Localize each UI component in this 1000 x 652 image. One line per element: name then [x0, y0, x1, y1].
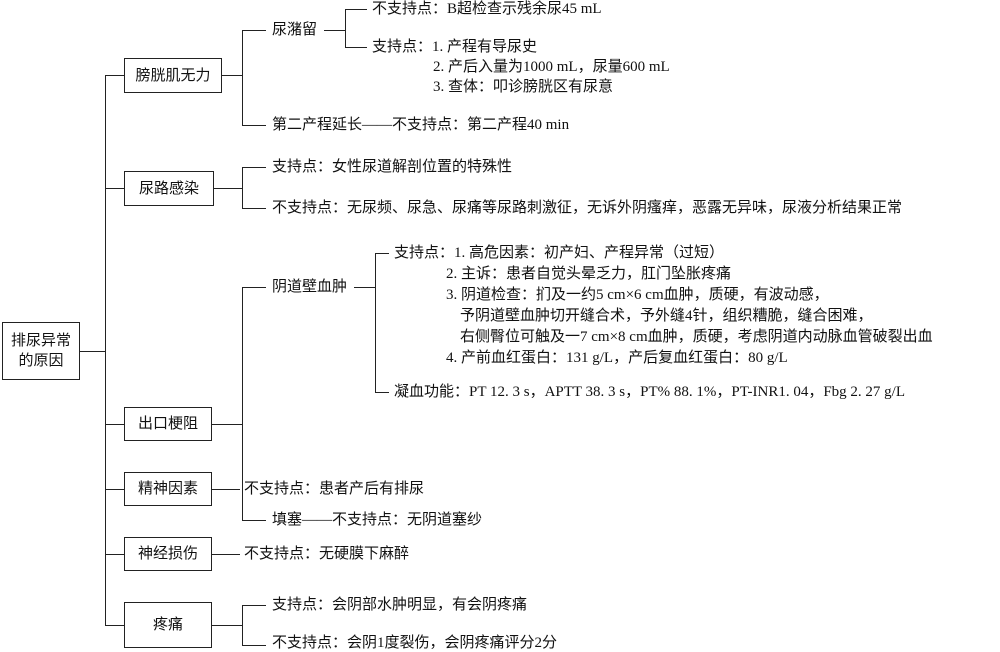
connector: [242, 287, 266, 288]
hematoma-support-2: 2. 主诉：患者自觉头晕乏力，肛门坠胀疼痛: [446, 266, 732, 282]
connector: [242, 125, 266, 126]
connector: [242, 167, 266, 168]
retention-support-1: 支持点：1. 产程有导尿史: [372, 39, 538, 55]
root-node: 排尿异常 的原因: [2, 322, 80, 380]
connector: [242, 605, 266, 606]
trunk-line: [105, 75, 106, 625]
hematoma-label: 阴道壁血肿: [272, 279, 348, 295]
pain-support: 支持点：会阴部水肿明显，有会阴疼痛: [272, 597, 528, 613]
connector: [222, 75, 242, 76]
connector: [214, 188, 242, 189]
coagulation: 凝血功能：PT 12. 3 s，APTT 38. 3 s，PT% 88. 1%，…: [394, 384, 906, 400]
node-pain: 疼痛: [124, 602, 212, 648]
node-outlet: 出口梗阻: [124, 407, 212, 441]
connector: [345, 9, 367, 10]
connector: [375, 392, 389, 393]
retention-against: 不支持点：B超检查示残余尿45 mL: [372, 1, 602, 17]
root-line1: 排尿异常: [10, 333, 71, 349]
hematoma-support-4: 予阴道壁血肿切开缝合术，予外缝4针，组织糟脆，缝合困难，: [460, 308, 873, 324]
connector: [242, 30, 266, 31]
connector: [212, 424, 242, 425]
connector: [105, 188, 124, 189]
connector: [242, 645, 266, 646]
node-mental: 精神因素: [124, 472, 212, 506]
connector: [324, 30, 345, 31]
node-label: 出口梗阻: [137, 416, 198, 432]
pain-against: 不支持点：会阴1度裂伤，会阴疼痛评分2分: [272, 635, 558, 651]
retention-support-3: 3. 查体：叩诊膀胱区有尿意: [433, 79, 614, 95]
node-uti: 尿路感染: [124, 171, 214, 206]
node-label: 精神因素: [137, 481, 198, 497]
node-label: 膀胱肌无力: [135, 67, 211, 84]
connector: [242, 287, 243, 520]
connector: [242, 520, 266, 521]
hematoma-support-6: 4. 产前血红蛋白：131 g/L，产后复血红蛋白：80 g/L: [446, 350, 788, 366]
connector: [345, 9, 346, 47]
connector: [105, 554, 124, 555]
node-label: 神经损伤: [137, 546, 198, 562]
node-label: 尿路感染: [138, 180, 199, 197]
retention-label: 尿潴留: [272, 22, 318, 38]
hematoma-support-1: 支持点：1. 高危因素：初产妇、产程异常（过短）: [394, 245, 725, 261]
node-nerve: 神经损伤: [124, 537, 212, 571]
connector: [375, 253, 389, 254]
uti-support: 支持点：女性尿道解剖位置的特殊性: [272, 159, 513, 175]
connector: [212, 554, 240, 555]
root-line2: 的原因: [18, 353, 64, 369]
hematoma-support-3: 3. 阴道检查：扪及一约5 cm×6 cm血肿，质硬，有波动感，: [446, 287, 829, 303]
connector: [242, 167, 243, 208]
node-bladder: 膀胱肌无力: [124, 58, 222, 93]
connector: [242, 208, 266, 209]
mental-against: 不支持点：患者产后有排尿: [244, 481, 425, 497]
connector: [105, 625, 124, 626]
retention-support-2: 2. 产后入量为1000 mL，尿量600 mL: [433, 59, 670, 75]
connector: [80, 351, 105, 352]
connector: [345, 47, 367, 48]
connector: [212, 489, 240, 490]
hematoma-support-5: 右侧臀位可触及一7 cm×8 cm血肿，质硬，考虑阴道内动脉血管破裂出血: [460, 329, 933, 345]
connector: [105, 489, 124, 490]
connector: [242, 605, 243, 645]
connector: [105, 424, 124, 425]
nerve-against: 不支持点：无硬膜下麻醉: [244, 546, 410, 562]
connector: [354, 287, 375, 288]
uti-against: 不支持点：无尿频、尿急、尿痛等尿路刺激征，无诉外阴瘙痒，恶露无异味，尿液分析结果…: [272, 200, 903, 216]
connector: [375, 253, 376, 392]
second-stage: 第二产程延长——不支持点：第二产程40 min: [272, 117, 570, 133]
connector: [212, 625, 242, 626]
packing: 填塞——不支持点：无阴道塞纱: [272, 512, 483, 528]
connector: [105, 75, 124, 76]
node-label: 疼痛: [152, 617, 183, 633]
connector: [242, 30, 243, 125]
